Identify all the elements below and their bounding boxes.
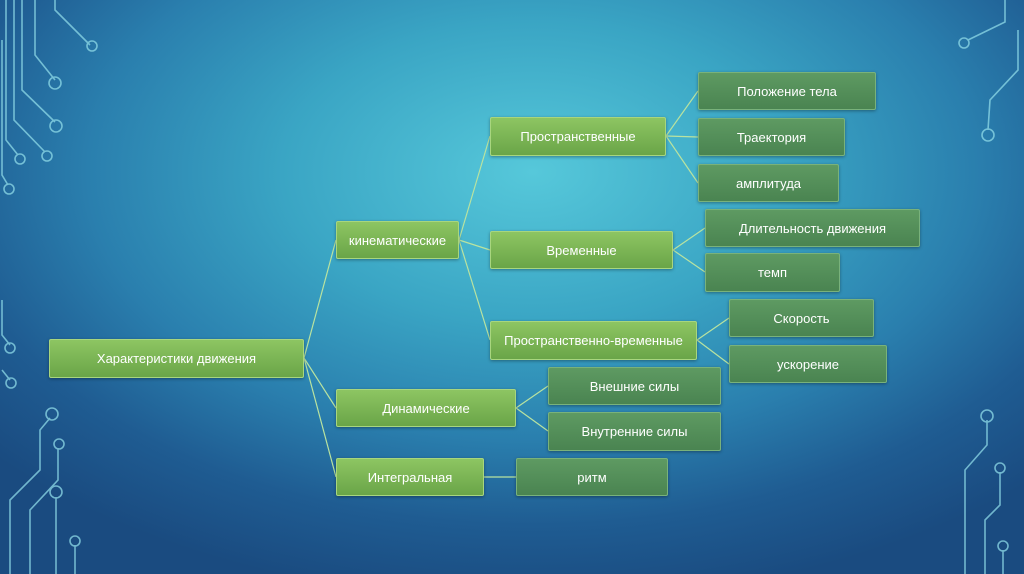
node-root: Характеристики движения	[49, 339, 304, 378]
node-speed: Скорость	[729, 299, 874, 337]
circuit-trace	[21, 0, 56, 123]
connector	[665, 135, 699, 138]
circuit-trace	[984, 472, 1001, 574]
node-body-position: Положение тела	[698, 72, 876, 110]
node-spatial: Пространственные	[490, 117, 666, 156]
circuit-node	[994, 462, 1006, 474]
circuit-node	[958, 37, 970, 49]
circuit-node	[980, 409, 994, 423]
connector	[458, 239, 491, 341]
circuit-trace	[1, 40, 9, 186]
circuit-node	[14, 153, 26, 165]
node-external-forces: Внешние силы	[548, 367, 721, 405]
connector	[672, 227, 706, 251]
circuit-trace	[34, 0, 56, 81]
connector	[665, 90, 699, 137]
node-trajectory: Траектория	[698, 118, 845, 156]
connector	[696, 339, 730, 365]
connector	[458, 239, 491, 251]
connector	[458, 135, 491, 241]
node-integral: Интегральная	[336, 458, 484, 496]
circuit-node	[53, 438, 65, 450]
circuit-node	[49, 485, 63, 499]
circuit-trace	[5, 0, 19, 156]
connector	[696, 317, 730, 341]
circuit-node	[5, 377, 17, 389]
node-acceleration: ускорение	[729, 345, 887, 383]
circuit-node	[86, 40, 98, 52]
circuit-node	[45, 407, 59, 421]
circuit-node	[4, 342, 16, 354]
circuit-trace	[13, 0, 46, 153]
connector	[672, 249, 706, 273]
circuit-node	[49, 119, 63, 133]
circuit-node	[41, 150, 53, 162]
connector	[515, 407, 549, 432]
circuit-trace	[964, 420, 988, 574]
node-amplitude: амплитуда	[698, 164, 839, 202]
circuit-trace	[967, 0, 1006, 41]
circuit-node	[981, 128, 995, 142]
node-duration: Длительность движения	[705, 209, 920, 247]
circuit-node	[3, 183, 15, 195]
connector	[665, 135, 699, 184]
circuit-node	[997, 540, 1009, 552]
circuit-trace	[987, 30, 1019, 131]
node-kinematic: кинематические	[336, 221, 459, 259]
connector	[303, 357, 337, 478]
circuit-trace	[9, 417, 51, 574]
node-rhythm: ритм	[516, 458, 668, 496]
circuit-node	[69, 535, 81, 547]
node-dynamic: Динамические	[336, 389, 516, 427]
node-tempo: темп	[705, 253, 840, 292]
node-internal-forces: Внутренние силы	[548, 412, 721, 451]
node-temporal: Временные	[490, 231, 673, 269]
node-spatiotemporal: Пространственно-временные	[490, 321, 697, 360]
circuit-trace	[54, 0, 91, 46]
circuit-trace	[29, 448, 59, 574]
circuit-node	[48, 76, 62, 90]
connector	[303, 357, 337, 409]
connector	[303, 239, 337, 359]
circuit-trace	[1, 300, 11, 346]
connector	[515, 385, 549, 409]
